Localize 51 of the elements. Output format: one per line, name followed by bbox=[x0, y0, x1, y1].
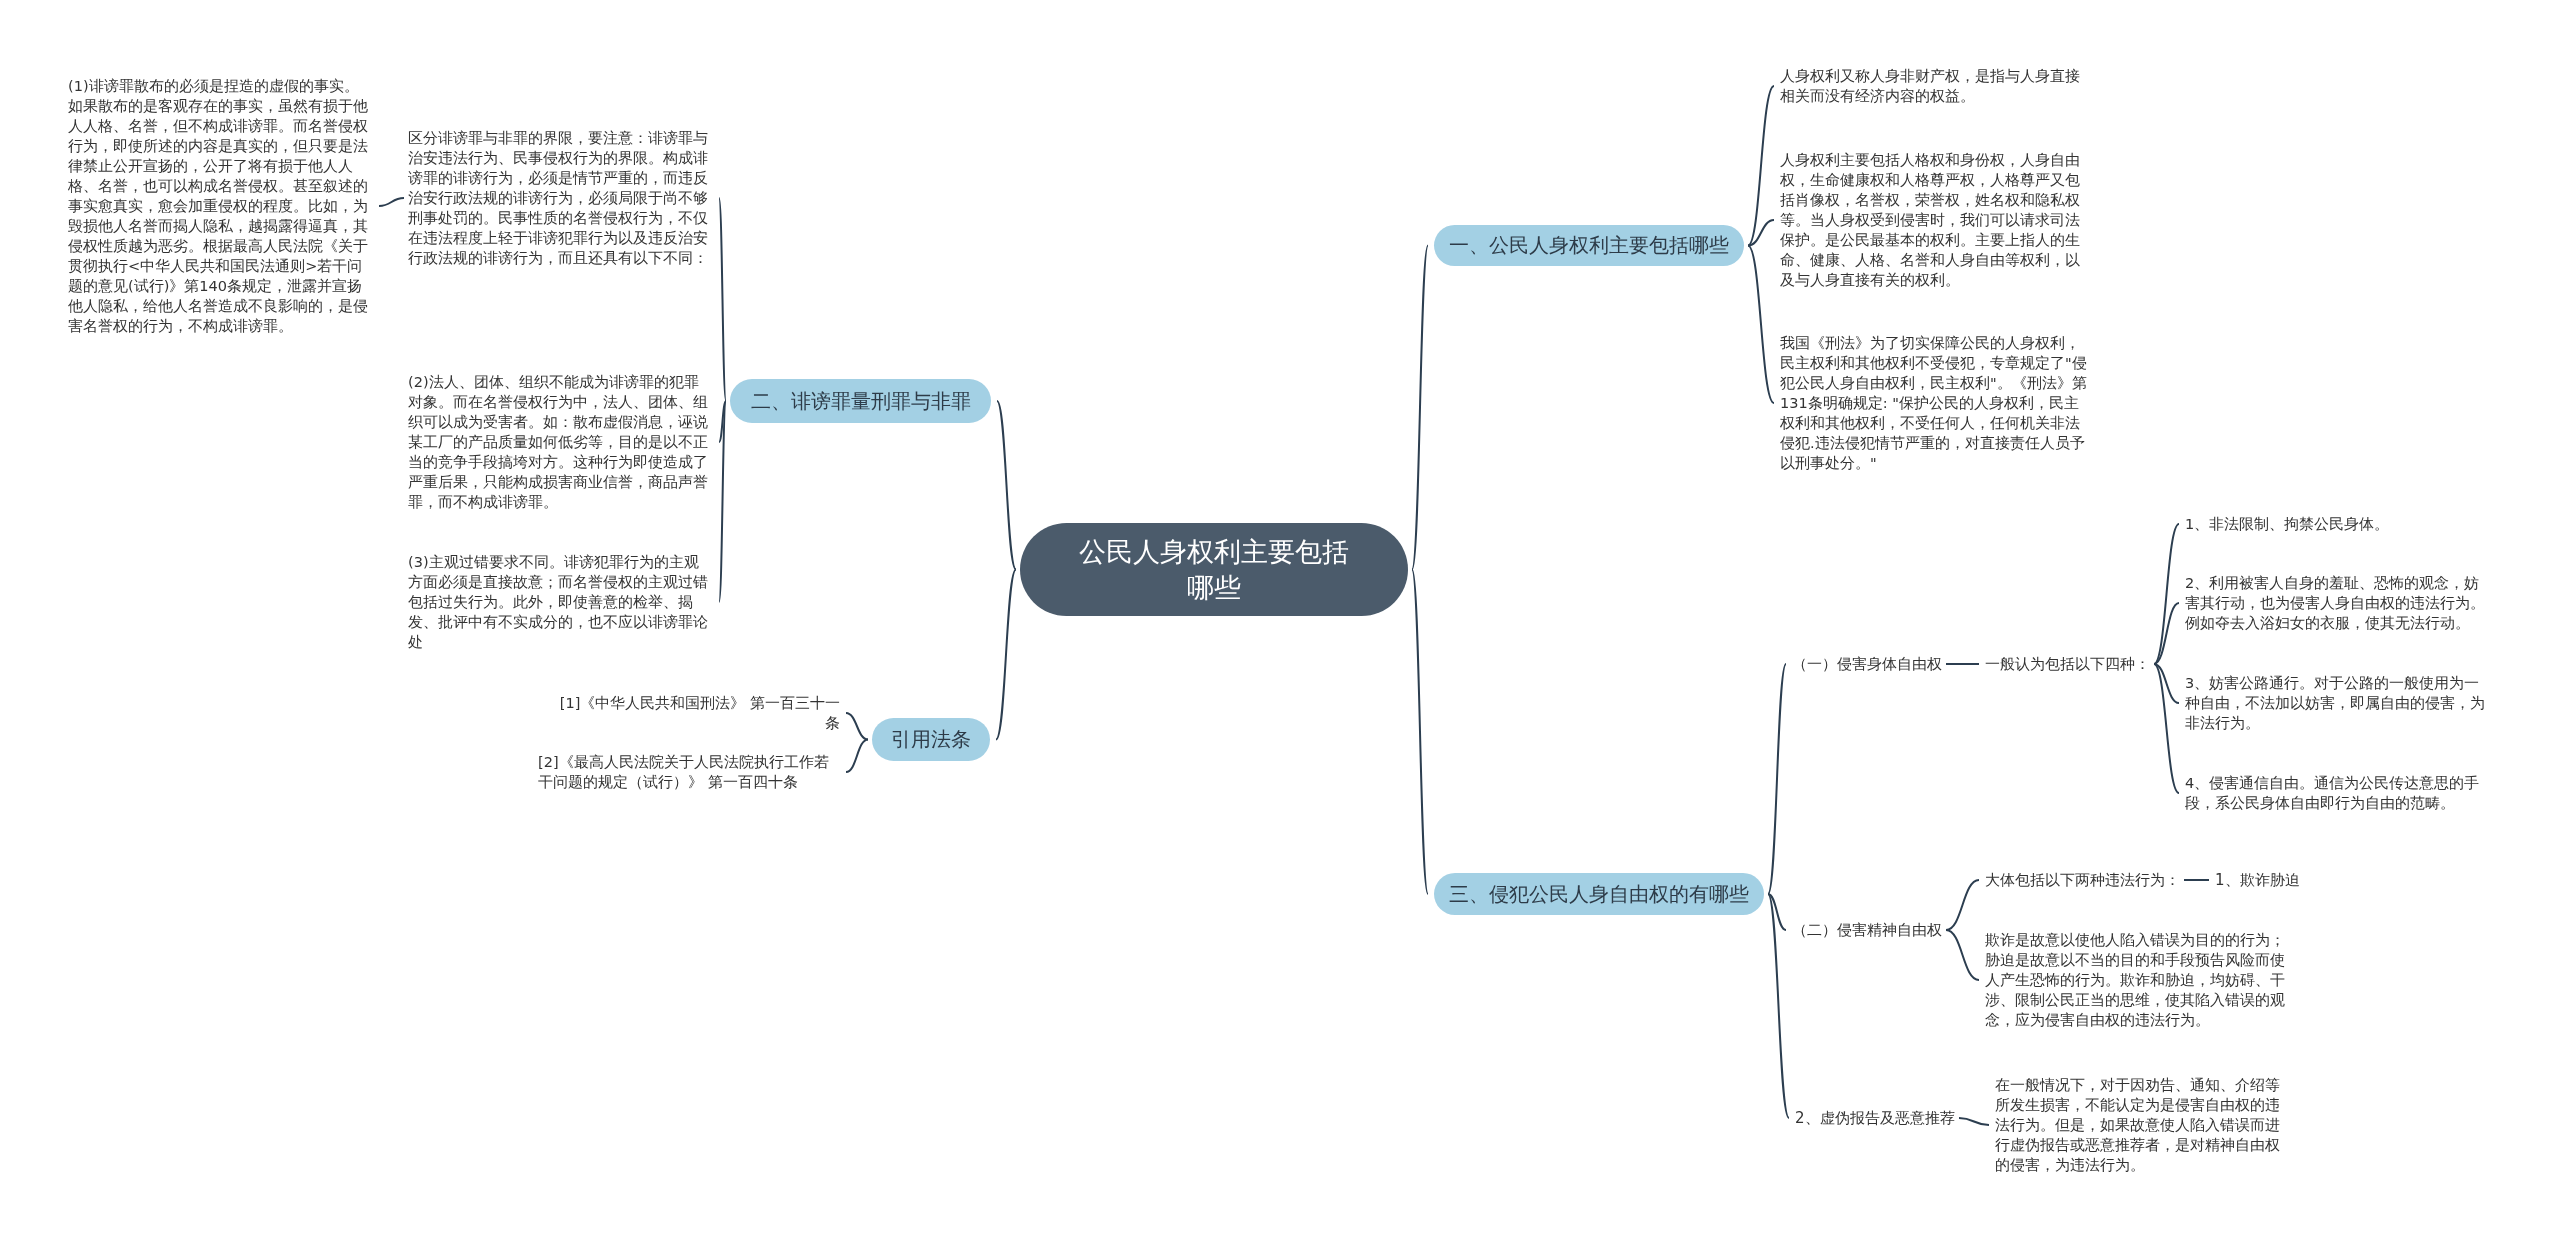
connector-line bbox=[845, 712, 869, 741]
note-text: (2)法人、团体、组织不能成为诽谤罪的犯罪对象。而在名誉侵权行为中，法人、团体、组织可以成为受害者。如：散布虚假消息，诬说某工厂的产品质量如何低劣等，目的是以不正当的竞争手段搞垮对方。这种行为即使造成了严重后果，只能构成损害商业信誉，商品声誉罪，而不构成诽谤罪。 bbox=[408, 372, 713, 512]
connector-line bbox=[1747, 244, 1775, 404]
connector-line bbox=[996, 400, 1017, 571]
note-text: 2、利用被害人自身的羞耻、恐怖的观念，妨害其行动，也为侵害人身自由权的违法行为。例如夺去入浴妇女的衣服，使其无法行动。 bbox=[2185, 573, 2485, 633]
note-text: 人身权利又称人身非财产权，是指与人身直接相关而没有经济内容的权益。 bbox=[1780, 66, 2090, 106]
topic-pill: 三、侵犯公民人身自由权的有哪些 bbox=[1434, 873, 1764, 915]
note-text: (1)诽谤罪散布的必须是捏造的虚假的事实。如果散布的是客观存在的事实，虽然有损于他人人格、名誉，但不构成诽谤罪。而名誉侵权行为，即使所述的内容是真实的，但只要是法律禁止公开宣扬的，公开了将有损于他人人格、名誉，也可以构成名誉侵权。甚至叙述的事实愈真实，愈会加重侵权的程度。比如，为毁损他人名誉而揭人隐私，越揭露得逼真，其侵权性质越为恶劣。根据最高人民法院《关于贯彻执行<中华人民共和国民法通则>若干问题的意见(试行)》第140条规定，泄露并宣扬他人隐私，给他人名誉造成不良影响的，是侵害名誉权的行为，不构成诽谤罪。 bbox=[68, 76, 373, 336]
connector-line bbox=[718, 400, 727, 443]
subtopic-text: （二）侵害精神自由权 bbox=[1792, 920, 1942, 940]
connector-line bbox=[2183, 879, 2210, 881]
topic-pill: 二、诽谤罪量刑罪与非罪 bbox=[730, 379, 991, 423]
note-text: 我国《刑法》为了切实保障公民的人身权利，民主权利和其他权利不受侵犯，专章规定了"侵犯公民人身自由权利，民主权利"。《刑法》第131条明确规定: "保护公民的人身权利，民主权利和其他权利，不受任何人，任何机关非法侵犯.违法侵犯情节严重的，对直接责任人员予以刑事处分。" bbox=[1780, 333, 2090, 473]
connector-line bbox=[1747, 219, 1775, 247]
note-text: [2]《最高人民法院关于人民法院执行工作若干问题的规定（试行）》 第一百四十条 bbox=[538, 752, 840, 792]
connector-line bbox=[845, 738, 869, 773]
note-text: [1]《中华人民共和国刑法》 第一百三十一条 bbox=[545, 693, 840, 733]
note-text: 区分诽谤罪与非罪的界限，要注意：诽谤罪与治安违法行为、民事侵权行为的界限。构成诽谤罪的诽谤行为，必须是情节严重的，而违反治安行政法规的诽谤行为，必须局限于尚不够刑事处罚的。民事性质的名誉侵权行为，不仅在违法程度上轻于诽谤犯罪行为以及违反治安行政法规的诽谤行为，而且还具有以下不同： bbox=[408, 128, 713, 268]
connector-line bbox=[995, 568, 1017, 741]
connector-line bbox=[1767, 893, 1787, 931]
connector-line bbox=[2153, 663, 2180, 704]
note-text: 3、妨害公路通行。对于公路的一般使用为一种自由，不法加以妨害，即属自由的侵害，为非法行为。 bbox=[2185, 673, 2485, 733]
subtopic-text: （一）侵害身体自由权 bbox=[1792, 654, 1942, 674]
connector-line bbox=[1958, 1117, 1990, 1126]
connector-line bbox=[1747, 85, 1775, 247]
subtopic-text: 1、欺诈胁迫 bbox=[2215, 870, 2300, 890]
connector-line bbox=[718, 197, 727, 402]
subtopic-text: 一般认为包括以下四种： bbox=[1985, 654, 2150, 674]
note-text: 1、非法限制、拘禁公民身体。 bbox=[2185, 514, 2485, 534]
subtopic-text: 大体包括以下两种违法行为： bbox=[1985, 870, 2180, 890]
connector-line bbox=[1767, 663, 1787, 895]
topic-pill: 一、公民人身权利主要包括哪些 bbox=[1434, 225, 1744, 266]
connector-line bbox=[1411, 244, 1429, 571]
connector-line bbox=[1945, 663, 1980, 665]
topic-pill: 引用法条 bbox=[872, 718, 990, 761]
connector-line bbox=[2153, 602, 2180, 665]
connector-line bbox=[1411, 568, 1429, 895]
note-text: (3)主观过错要求不同。诽谤犯罪行为的主观方面必须是直接故意；而名誉侵权的主观过错包括过失行为。此外，即使善意的检举、揭发、批评中有不实成分的，也不应以诽谤罪论处 bbox=[408, 552, 713, 652]
connector-line bbox=[718, 400, 727, 603]
central-topic: 公民人身权利主要包括哪些 bbox=[1020, 523, 1408, 616]
connector-line bbox=[1945, 879, 1980, 931]
subtopic-text: 2、虚伪报告及恶意推荐 bbox=[1795, 1108, 1955, 1128]
connector-line bbox=[378, 197, 405, 207]
connector-line bbox=[1945, 929, 1980, 981]
connector-line bbox=[1767, 893, 1790, 1119]
connector-line bbox=[2153, 663, 2180, 794]
connector-line bbox=[2153, 523, 2180, 665]
note-text: 在一般情况下，对于因劝告、通知、介绍等所发生损害，不能认定为是侵害自由权的违法行为。但是，如果故意使人陷入错误而进行虚伪报告或恶意推荐者，是对精神自由权的侵害，为违法行为。 bbox=[1995, 1075, 2290, 1175]
note-text: 人身权利主要包括人格权和身份权，人身自由权，生命健康权和人格尊严权，人格尊严又包括肖像权，名誉权，荣誉权，姓名权和隐私权等。当人身权受到侵害时，我们可以请求司法保护。是公民最基本的权利。主要上指人的生命、健康、人格、名誉和人身自由等权利，以及与人身直接有关的权利。 bbox=[1780, 150, 2090, 290]
note-text: 4、侵害通信自由。通信为公民传达意思的手段，系公民身体自由即行为自由的范畴。 bbox=[2185, 773, 2485, 813]
note-text: 欺诈是故意以使他人陷入错误为目的的行为；胁迫是故意以不当的目的和手段预告风险而使人产生恐怖的行为。欺诈和胁迫，均妨碍、干涉、限制公民正当的思维，使其陷入错误的观念，应为侵害自由权的违法行为。 bbox=[1985, 930, 2285, 1030]
